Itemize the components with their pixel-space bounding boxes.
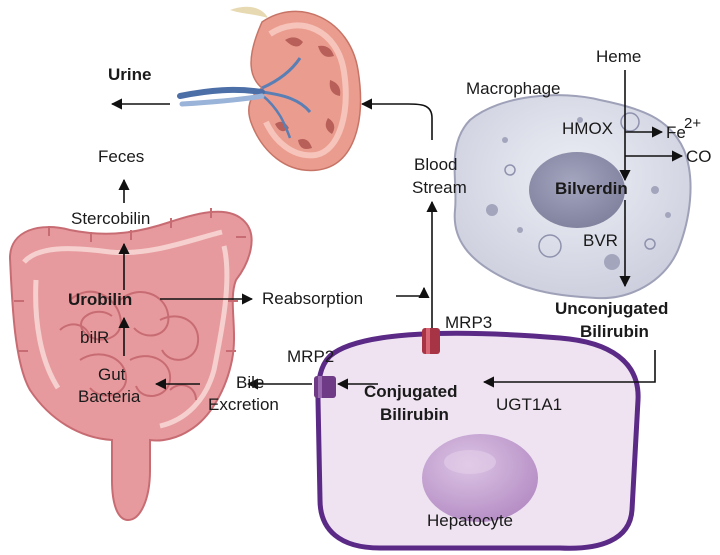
conjugated-bilirubin-label-line1: Conjugated [364, 382, 458, 401]
bilr-label: bilR [80, 328, 109, 347]
gut-bacteria-label-line2: Bacteria [78, 387, 141, 406]
mrp3-transporter [422, 328, 440, 354]
urobilin-label: Urobilin [68, 290, 132, 309]
bile-excretion-label-line2: Excretion [208, 395, 279, 414]
blood-stream-label-line1: Blood [414, 155, 457, 174]
intestine-illustration [8, 208, 253, 522]
unconjugated-bilirubin-label-line1: Unconjugated [555, 299, 668, 318]
hepatocyte-cell [315, 330, 641, 551]
bilverdin-label: Bilverdin [555, 179, 628, 198]
macrophage-cell [453, 94, 692, 300]
mrp2-label: MRP2 [287, 347, 334, 366]
urine-label: Urine [108, 65, 151, 84]
pathway-arrows [110, 70, 684, 390]
reabsorption-label: Reabsorption [262, 289, 363, 308]
conjugated-bilirubin-label-line2: Bilirubin [380, 405, 449, 424]
blood-stream-label-line2: Stream [412, 178, 467, 197]
kidney-illustration [177, 6, 362, 172]
fe-label: Fe [666, 123, 686, 142]
hepatocyte-label: Hepatocyte [427, 511, 513, 530]
feces-label: Feces [98, 147, 144, 166]
mrp3-label: MRP3 [445, 313, 492, 332]
macrophage-label: Macrophage [466, 79, 561, 98]
hmox-label: HMOX [562, 119, 613, 138]
mrp2-transporter [314, 376, 336, 398]
stercobilin-label: Stercobilin [71, 209, 150, 228]
bvr-label: BVR [583, 231, 618, 250]
fe-charge-label: 2+ [684, 115, 701, 132]
heme-label: Heme [596, 47, 641, 66]
co-label: CO [686, 147, 712, 166]
ugt1a1-label: UGT1A1 [496, 395, 562, 414]
unconjugated-bilirubin-label-line2: Bilirubin [580, 322, 649, 341]
bile-excretion-label-line1: Bile [236, 373, 264, 392]
gut-bacteria-label-line1: Gut [98, 365, 126, 384]
